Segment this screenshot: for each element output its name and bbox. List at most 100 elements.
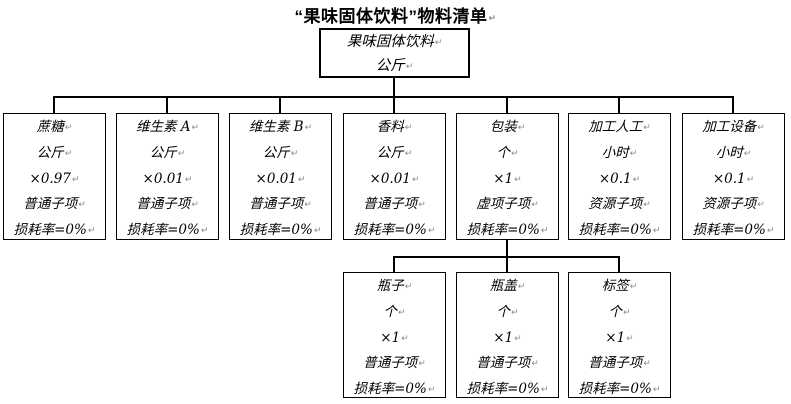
return-mark-icon: ↵ bbox=[200, 226, 209, 237]
connector-stub-labor bbox=[618, 96, 620, 113]
node-vitamin-b: 维生素 B↵ 公斤↵ ×0.01↵ 普通子项↵ 损耗率=0%↵ bbox=[229, 113, 332, 240]
node-item-type: 普通子项↵ bbox=[476, 355, 539, 372]
page-title-text: “果味固体饮料”物料清单 bbox=[294, 7, 488, 26]
node-sucrose: 蔗糖↵ 公斤↵ ×0.97↵ 普通子项↵ 损耗率=0%↵ bbox=[3, 113, 106, 240]
return-mark-icon: ↵ bbox=[184, 174, 193, 185]
return-mark-icon: ↵ bbox=[531, 200, 539, 211]
return-mark-icon: ↵ bbox=[297, 174, 306, 185]
return-mark-icon: ↵ bbox=[488, 14, 497, 24]
node-item-type: 普通子项↵ bbox=[588, 355, 651, 372]
connector-stub-cap bbox=[506, 256, 508, 272]
return-mark-icon: ↵ bbox=[757, 200, 765, 211]
return-mark-icon: ↵ bbox=[71, 174, 80, 185]
return-mark-icon: ↵ bbox=[757, 123, 765, 133]
node-unit: 个↵ bbox=[608, 303, 631, 320]
node-name: 包装↵ bbox=[489, 119, 526, 135]
return-mark-icon: ↵ bbox=[622, 307, 631, 318]
return-mark-icon: ↵ bbox=[652, 226, 661, 237]
node-quantity: ×0.01↵ bbox=[255, 170, 306, 187]
return-mark-icon: ↵ bbox=[629, 148, 638, 159]
return-mark-icon: ↵ bbox=[517, 123, 526, 133]
node-quantity: ×0.1↵ bbox=[712, 170, 755, 187]
return-mark-icon: ↵ bbox=[514, 333, 522, 344]
root-node-name: 果味固体饮料↵ bbox=[346, 34, 443, 50]
node-unit: 个↵ bbox=[496, 144, 519, 161]
return-mark-icon: ↵ bbox=[418, 359, 426, 370]
return-mark-icon: ↵ bbox=[643, 359, 651, 370]
node-item-type: 普通子项↵ bbox=[23, 196, 86, 213]
node-quantity: ×1↵ bbox=[605, 329, 634, 346]
node-unit: 公斤↵ bbox=[149, 144, 186, 161]
return-mark-icon: ↵ bbox=[743, 148, 752, 159]
return-mark-icon: ↵ bbox=[64, 148, 73, 159]
node-unit: 公斤↵ bbox=[262, 144, 299, 161]
node-name: 瓶子↵ bbox=[376, 278, 413, 294]
return-mark-icon: ↵ bbox=[510, 148, 519, 159]
node-item-type: 资源子项↵ bbox=[588, 196, 651, 213]
node-label: 标签↵ 个↵ ×1↵ 普通子项↵ 损耗率=0%↵ bbox=[568, 272, 671, 398]
return-mark-icon: ↵ bbox=[404, 282, 413, 292]
node-item-type: 资源子项↵ bbox=[702, 196, 765, 213]
return-mark-icon: ↵ bbox=[401, 333, 409, 344]
return-mark-icon: ↵ bbox=[191, 123, 200, 133]
node-item-type: 普通子项↵ bbox=[136, 196, 199, 213]
return-mark-icon: ↵ bbox=[191, 200, 199, 211]
node-quantity: ×0.01↵ bbox=[142, 170, 193, 187]
node-name: 维生素 B↵ bbox=[248, 119, 313, 135]
return-mark-icon: ↵ bbox=[652, 385, 661, 396]
node-loss-rate: 损耗率=0%↵ bbox=[466, 222, 549, 239]
node-name: 瓶盖↵ bbox=[489, 278, 526, 294]
connector-stub-packaging bbox=[506, 96, 508, 113]
node-flavor: 香料↵ 公斤↵ ×0.01↵ 普通子项↵ 损耗率=0%↵ bbox=[343, 113, 446, 240]
page-title: “果味固体饮料”物料清单↵ bbox=[0, 2, 791, 27]
node-loss-rate: 损耗率=0%↵ bbox=[13, 222, 96, 239]
node-quantity: ×1↵ bbox=[493, 329, 522, 346]
connector-stub-equipment bbox=[732, 96, 734, 113]
return-mark-icon: ↵ bbox=[78, 200, 86, 211]
return-mark-icon: ↵ bbox=[510, 307, 519, 318]
return-mark-icon: ↵ bbox=[404, 148, 413, 159]
node-quantity: ×1↵ bbox=[493, 170, 522, 187]
node-loss-rate: 损耗率=0%↵ bbox=[692, 222, 775, 239]
node-name: 加工人工↵ bbox=[588, 119, 651, 135]
return-mark-icon: ↵ bbox=[411, 174, 420, 185]
node-name: 维生素 A↵ bbox=[135, 119, 200, 135]
return-mark-icon: ↵ bbox=[626, 333, 634, 344]
connector-stub-flavor bbox=[393, 96, 395, 113]
root-node-unit: 公斤↵ bbox=[375, 58, 414, 74]
node-loss-rate: 损耗率=0%↵ bbox=[578, 381, 661, 398]
return-mark-icon: ↵ bbox=[643, 123, 651, 133]
node-item-type: 普通子项↵ bbox=[363, 196, 426, 213]
node-quantity: ×1↵ bbox=[380, 329, 409, 346]
node-name: 标签↵ bbox=[601, 278, 638, 294]
node-unit: 公斤↵ bbox=[376, 144, 413, 161]
node-processing-labor: 加工人工↵ 小时↵ ×0.1↵ 资源子项↵ 损耗率=0%↵ bbox=[568, 113, 671, 240]
connector-stub-bottle bbox=[393, 256, 395, 272]
return-mark-icon: ↵ bbox=[397, 307, 406, 318]
connector-stub-sucrose bbox=[53, 96, 55, 113]
node-loss-rate: 损耗率=0%↵ bbox=[353, 381, 436, 398]
return-mark-icon: ↵ bbox=[304, 123, 313, 133]
return-mark-icon: ↵ bbox=[766, 226, 775, 237]
return-mark-icon: ↵ bbox=[632, 174, 641, 185]
return-mark-icon: ↵ bbox=[418, 200, 426, 211]
node-unit: 小时↵ bbox=[715, 144, 752, 161]
node-unit: 小时↵ bbox=[601, 144, 638, 161]
connector-stub-vitamin-a bbox=[166, 96, 168, 113]
return-mark-icon: ↵ bbox=[434, 38, 443, 48]
node-unit: 个↵ bbox=[496, 303, 519, 320]
return-mark-icon: ↵ bbox=[427, 226, 436, 237]
return-mark-icon: ↵ bbox=[540, 226, 549, 237]
return-mark-icon: ↵ bbox=[629, 282, 638, 292]
node-name: 蔗糖↵ bbox=[36, 119, 73, 135]
connector-stub-label bbox=[618, 256, 620, 272]
node-loss-rate: 损耗率=0%↵ bbox=[353, 222, 436, 239]
return-mark-icon: ↵ bbox=[540, 385, 549, 396]
node-item-type: 虚项子项↵ bbox=[476, 196, 539, 213]
return-mark-icon: ↵ bbox=[290, 148, 299, 159]
node-vitamin-a: 维生素 A↵ 公斤↵ ×0.01↵ 普通子项↵ 损耗率=0%↵ bbox=[116, 113, 219, 240]
return-mark-icon: ↵ bbox=[304, 200, 312, 211]
node-processing-equipment: 加工设备↵ 小时↵ ×0.1↵ 资源子项↵ 损耗率=0%↵ bbox=[682, 113, 785, 240]
root-node-fruit-beverage: 果味固体饮料↵ 公斤↵ bbox=[319, 28, 470, 78]
